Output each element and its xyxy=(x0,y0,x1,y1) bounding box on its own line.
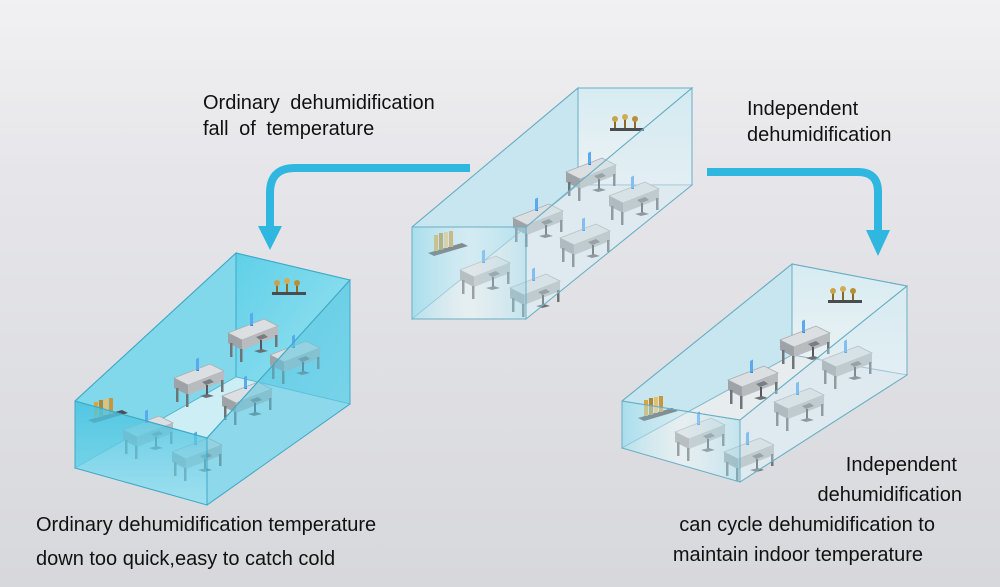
label-ordinary-top: Ordinary dehumidification fall of temper… xyxy=(203,92,435,140)
label-independent-bottom: Independent dehumidification can cycle d… xyxy=(672,454,962,566)
arrow-right-head-icon xyxy=(866,230,890,256)
arrow-to-right-room xyxy=(707,168,882,232)
center-room xyxy=(410,86,694,321)
right-room-independent xyxy=(620,262,909,483)
arrow-to-left-room xyxy=(266,164,470,228)
label-independent-top: Independent dehumidification xyxy=(747,98,892,146)
arrow-left-head-icon xyxy=(258,226,282,250)
left-room-ordinary xyxy=(73,251,351,506)
label-ordinary-bottom: Ordinary dehumidification temperature do… xyxy=(36,514,377,570)
